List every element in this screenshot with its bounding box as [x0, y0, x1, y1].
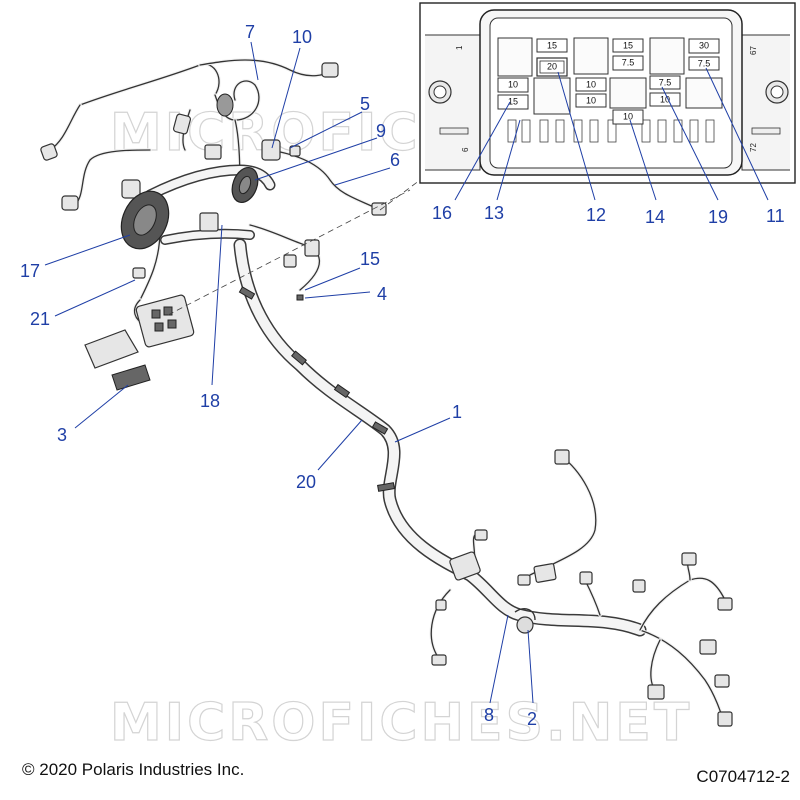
- fuse-10-d: 10: [612, 109, 644, 125]
- copyright-notice: © 2020 Polaris Industries Inc.: [22, 760, 245, 779]
- fuse-15-b: 15: [497, 94, 529, 110]
- upper-harness-branches: [48, 58, 382, 302]
- svg-text:7.5: 7.5: [622, 57, 635, 67]
- figure-id: C0704712-2: [696, 767, 790, 786]
- svg-text:7.5: 7.5: [659, 77, 672, 87]
- lower-harness-branches: [429, 453, 727, 727]
- svg-text:10: 10: [508, 79, 518, 89]
- svg-text:15: 15: [623, 40, 633, 50]
- fuse-20: 20: [536, 57, 568, 77]
- svg-text:20: 20: [547, 61, 557, 71]
- svg-text:7.5: 7.5: [698, 58, 711, 68]
- main-harness: [233, 238, 647, 637]
- fuse-7-5-b: 7.5: [649, 75, 681, 90]
- callout-10: 10: [292, 27, 312, 47]
- fuse-15-c: 15: [612, 38, 644, 53]
- callout-7: 7: [245, 22, 255, 42]
- callout-1: 1: [452, 402, 462, 422]
- fuse-box-housing: [84, 294, 195, 391]
- callouts: 7 10 5 9 6 17 21 18 15 4 3 20 1 8 2 16 1…: [20, 22, 785, 729]
- callout-16: 16: [432, 203, 452, 223]
- callout-17: 17: [20, 261, 40, 281]
- svg-text:10: 10: [660, 94, 670, 104]
- fuse-box-inset: 15 20 10 10 15 10 15 7.5 10 7.5 10 30 7.…: [419, 2, 796, 184]
- callout-19: 19: [708, 207, 728, 227]
- callout-20: 20: [296, 472, 316, 492]
- svg-text:10: 10: [623, 111, 633, 121]
- fuse-7-5-a: 7.5: [612, 55, 644, 71]
- lower-connectors: [431, 449, 733, 727]
- callout-5: 5: [360, 94, 370, 114]
- callout-18: 18: [200, 391, 220, 411]
- svg-text:15: 15: [508, 96, 518, 106]
- callout-3: 3: [57, 425, 67, 445]
- svg-text:10: 10: [586, 79, 596, 89]
- svg-text:30: 30: [699, 40, 709, 50]
- fuse-10-e: 10: [649, 92, 681, 107]
- callout-13: 13: [484, 203, 504, 223]
- callout-14: 14: [645, 207, 665, 227]
- harness-connectors: [40, 62, 387, 301]
- leader-lines: [44, 41, 769, 704]
- fuse-7-5-c: 7.5: [688, 56, 720, 71]
- fuse-10-c: 10: [575, 93, 607, 108]
- fuse-10-a: 10: [497, 77, 529, 93]
- callout-6: 6: [390, 150, 400, 170]
- pin-label-1: 1: [455, 45, 464, 50]
- callout-9: 9: [376, 121, 386, 141]
- svg-text:15: 15: [547, 40, 557, 50]
- callout-4: 4: [377, 284, 387, 304]
- watermark-bottom: MICROFICHES.NET: [110, 693, 692, 753]
- fuse-15-a: 15: [536, 38, 568, 53]
- svg-text:10: 10: [586, 95, 596, 105]
- callout-15: 15: [360, 249, 380, 269]
- callout-11: 11: [766, 206, 785, 226]
- callout-21: 21: [30, 309, 50, 329]
- pin-label-67: 67: [749, 46, 758, 55]
- callout-12: 12: [586, 205, 606, 225]
- pin-label-72: 72: [749, 143, 758, 152]
- pin-label-6: 6: [461, 147, 470, 152]
- callout-8: 8: [484, 705, 494, 725]
- fuse-10-b: 10: [575, 77, 607, 92]
- fuse-30: 30: [688, 38, 720, 54]
- callout-2: 2: [527, 709, 537, 729]
